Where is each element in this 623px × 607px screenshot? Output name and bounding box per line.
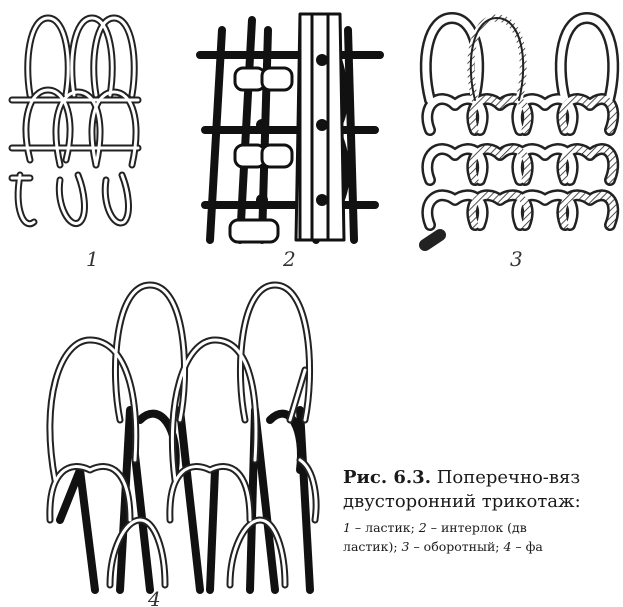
legend-text-2: – интерлок (дв	[427, 520, 527, 535]
legend-text-1: – ластик;	[351, 520, 419, 535]
caption-line2: двусторонний трикотаж:	[343, 490, 623, 514]
figure-caption: Рис. 6.3. Поперечно-вяз двусторонний три…	[343, 466, 623, 556]
purl-knit-diagram	[425, 18, 613, 245]
rib-knit-diagram	[12, 18, 138, 224]
legend-num-1: 1	[343, 520, 351, 535]
caption-title: Рис. 6.3. Поперечно-вяз	[343, 466, 623, 490]
label-2: 2	[282, 247, 296, 271]
legend-text-3: ластик);	[343, 539, 402, 554]
label-4: 4	[147, 587, 161, 607]
caption-prefix: Рис. 6.3.	[343, 467, 431, 488]
caption-legend: 1 – ластик; 2 – интерлок (дв ластик); 3 …	[343, 518, 623, 556]
legend-num-2: 2	[419, 520, 427, 535]
legend-text-4: – оборотный;	[409, 539, 503, 554]
caption-title-rest: Поперечно-вяз	[437, 467, 580, 488]
legend-text-5: – фа	[511, 539, 542, 554]
label-3: 3	[510, 247, 523, 271]
label-1: 1	[86, 247, 99, 271]
half-milano-knit-diagram	[50, 285, 316, 590]
interlock-knit-diagram	[200, 14, 380, 242]
